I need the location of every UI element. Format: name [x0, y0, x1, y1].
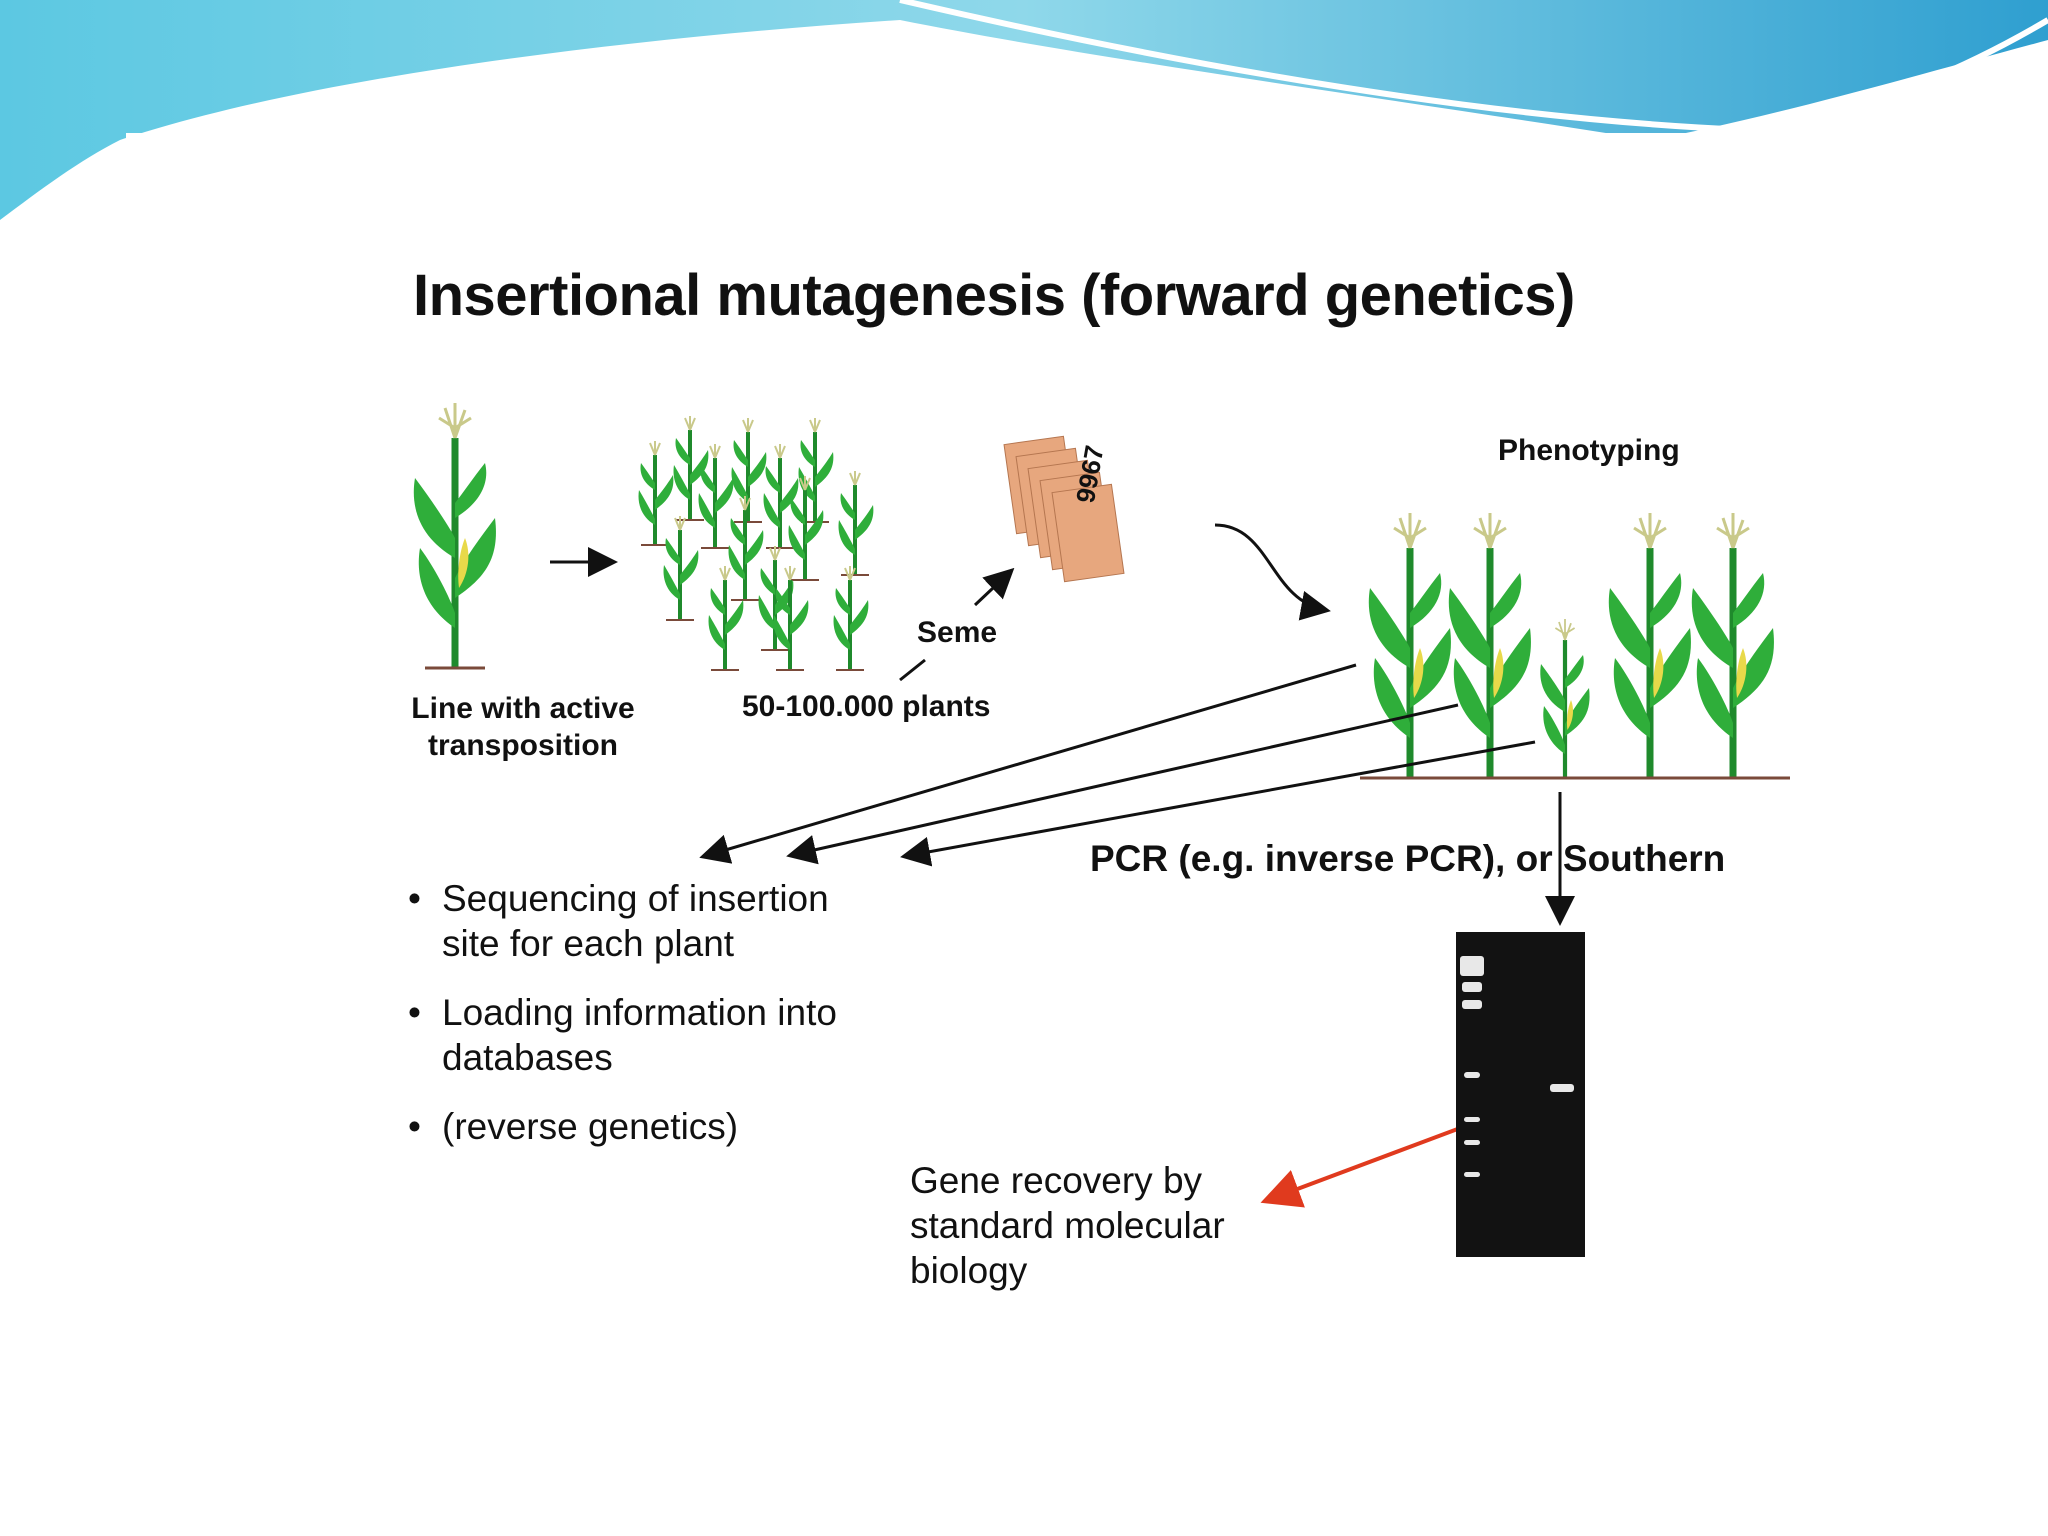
- bullet-text: Loading information into: [442, 992, 837, 1033]
- bullet-text: (reverse genetics): [442, 1106, 739, 1147]
- gel-band: [1460, 956, 1484, 976]
- parent-plant: [414, 403, 496, 668]
- label-line-active-2: transposition: [427, 729, 618, 762]
- label-seme: Seme: [917, 616, 998, 649]
- gel-band: [1462, 982, 1482, 992]
- gel-band: [1464, 1117, 1480, 1122]
- gel-band: [1462, 1000, 1482, 1009]
- phenotyping-plants: [1360, 513, 1790, 778]
- bullet-text: databases: [442, 1037, 613, 1078]
- label-phenotyping: Phenotyping: [1498, 434, 1680, 467]
- gene-recovery-text: Gene recovery by standard molecular biol…: [910, 1158, 1310, 1293]
- gel-band: [1550, 1084, 1574, 1092]
- content-panel: [126, 133, 1923, 1401]
- arrow-back-1: [699, 663, 1357, 864]
- gel-band: [1464, 1072, 1480, 1078]
- bullet-marker: •: [408, 1106, 421, 1147]
- seed-bags: [1003, 435, 1125, 583]
- bullet-text: Sequencing of insertion: [442, 878, 829, 919]
- bullet-list: • Sequencing of insertion site for each …: [408, 876, 837, 1173]
- gel-band: [1464, 1172, 1480, 1177]
- bullet-item: • (reverse genetics): [408, 1104, 837, 1149]
- gene-recovery-line: standard molecular: [910, 1205, 1225, 1246]
- label-line-active-1: Line with active: [411, 692, 635, 725]
- bullet-item: • Sequencing of insertion site for each …: [408, 876, 837, 966]
- plant-population: [636, 414, 876, 672]
- curved-arrow-phenotyping: [1214, 523, 1331, 621]
- label-pcr: PCR (e.g. inverse PCR), or Southern: [1090, 838, 1726, 879]
- gel-image: [1456, 932, 1585, 1257]
- gel-band: [1464, 1140, 1480, 1145]
- label-plants: 50-100.000 plants: [742, 690, 991, 723]
- bullet-text: site for each plant: [442, 923, 735, 964]
- label-line-active: Line with active transposition: [408, 690, 638, 764]
- gene-recovery-line: biology: [910, 1250, 1028, 1291]
- bullet-marker: •: [408, 992, 421, 1033]
- gene-recovery-line: Gene recovery by: [910, 1160, 1203, 1201]
- seme-arrow-lower: [899, 658, 926, 682]
- page-title: Insertional mutagenesis (forward genetic…: [413, 263, 1575, 328]
- bullet-item: • Loading information into databases: [408, 990, 837, 1080]
- header-wave-decoration: [0, 0, 2048, 227]
- arrow-back-3: [900, 740, 1536, 867]
- seme-arrow-upper: [973, 567, 1015, 607]
- arrow-back-2: [786, 703, 1459, 865]
- bullet-marker: •: [408, 878, 421, 919]
